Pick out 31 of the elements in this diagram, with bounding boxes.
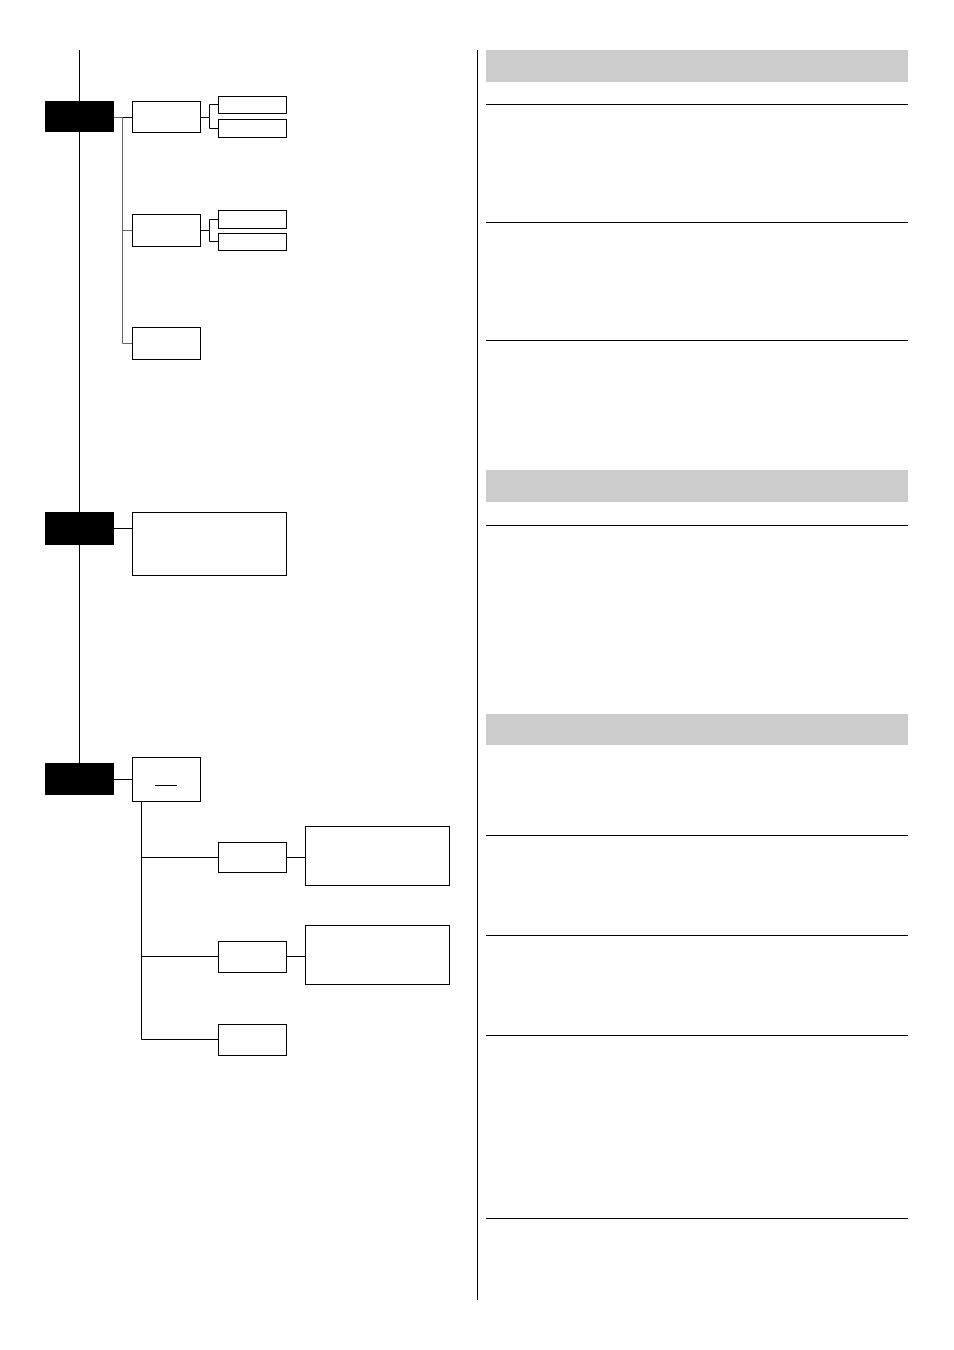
header-band [486,50,908,82]
tree-node-box [305,826,450,886]
tree-node-box [218,96,287,114]
tree-node-box [218,941,287,973]
level-marker-block [45,101,114,132]
connector-line [113,528,133,529]
tree-node-box [132,101,201,133]
connector-line [286,956,306,957]
tree-node-box [132,214,201,247]
connector-line [200,230,219,242]
tree-node-box [218,119,287,138]
connector-line [141,801,219,1040]
header-band [486,714,908,745]
level-marker-block [45,512,114,545]
header-band [486,470,908,502]
connector-line [113,779,133,780]
tree-node-box [218,210,287,229]
connector-line [113,117,133,344]
tree-node-box [132,327,201,360]
level-marker-block [45,763,114,795]
tree-node-box [132,757,201,802]
connector-line [79,131,80,513]
connector-line [79,544,80,764]
tree-node-box [218,842,287,873]
connector-line [79,49,80,102]
tree-node-box [218,1024,287,1056]
tree-node-box [132,512,287,576]
tree-node-box [218,233,287,251]
tree-node-box [305,925,450,985]
connector-line [200,117,219,129]
connector-line [286,857,306,858]
